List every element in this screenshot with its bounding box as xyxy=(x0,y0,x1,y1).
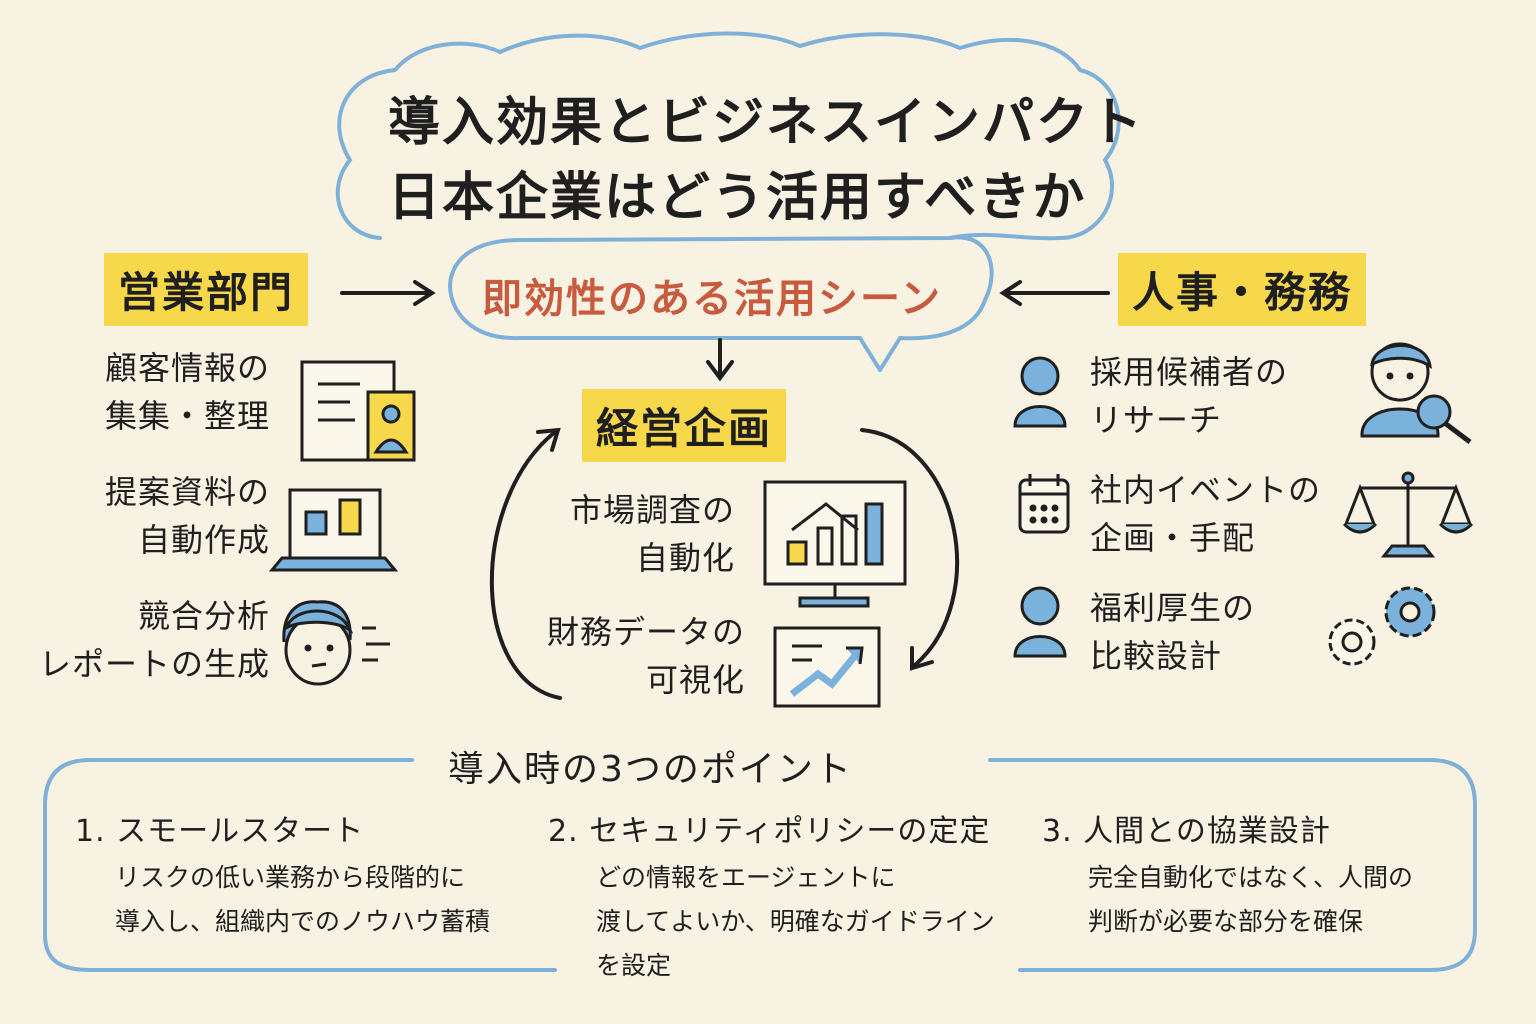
scene-label: 即効性のある活用シーン xyxy=(482,276,942,322)
sales-arrow-head xyxy=(413,280,436,306)
sales-item-line2: 自動作成 xyxy=(137,521,270,559)
sales-item-line2: レポートの生成 xyxy=(38,645,270,683)
title-cloud-outline xyxy=(335,31,1121,241)
thinking-person-icon xyxy=(282,600,390,686)
management-item-line2: 自動化 xyxy=(635,539,735,577)
point-desc-line2: 渡してよいか、明確なガイドライン xyxy=(596,907,995,936)
hr-item-line1: 社内イベントの xyxy=(1090,471,1322,509)
sales-item-line2: 集集・整理 xyxy=(104,397,270,435)
point-card: 3. 人間との協業設計 完全自動化ではなく、人間の 判断が必要な部分を確保 xyxy=(1042,806,1462,944)
sales-header: 営業部門 xyxy=(104,253,309,326)
hr-item-line1: 福利厚生の xyxy=(1090,589,1256,627)
hr-item-line1: 採用候補者の xyxy=(1090,353,1289,391)
hr-item-line2: 比較設計 xyxy=(1090,637,1223,675)
point-desc-line2: 導入し、組織内でのノウハウ蓄積 xyxy=(115,907,491,936)
point-desc-line2: 判断が必要な部分を確保 xyxy=(1088,907,1364,936)
point-card: 1. スモールスタート リスクの低い業務から段階的に 導入し、組織内でのノウハウ… xyxy=(75,806,535,944)
person-icon xyxy=(1013,356,1067,428)
point-desc-line1: 完全自動化ではなく、人間の xyxy=(1088,863,1414,892)
monitor-chart-icon xyxy=(763,480,907,608)
person-search-icon xyxy=(1360,342,1472,444)
sales-item: 競合分析 レポートの生成 xyxy=(20,592,270,688)
sales-item-line1: 提案資料の xyxy=(104,473,270,511)
sales-item: 提案資料の 自動作成 xyxy=(20,468,270,564)
point-desc-line3: を設定 xyxy=(596,951,672,980)
point-title: 2. セキュリティポリシーの定定 xyxy=(548,814,991,849)
management-item-line1: 財務データの xyxy=(546,613,745,651)
cycle-arrow-left xyxy=(489,430,562,700)
points-box-outline xyxy=(43,758,1477,972)
sales-item-line1: 顧客情報の xyxy=(104,349,270,387)
points-heading: 導入時の3つのポイント xyxy=(448,749,853,790)
gears-icon xyxy=(1328,586,1436,666)
hr-item: 採用候補者の リサーチ xyxy=(1090,348,1288,444)
hr-item: 社内イベントの 企画・手配 xyxy=(1090,466,1321,562)
point-title: 1. スモールスタート xyxy=(75,814,365,849)
point-title: 3. 人間との協業設計 xyxy=(1042,814,1331,849)
sales-item: 顧客情報の 集集・整理 xyxy=(40,344,270,440)
management-item: 財務データの 可視化 xyxy=(505,608,745,704)
management-item-line1: 市場調査の xyxy=(569,491,735,529)
down-arrow-head xyxy=(706,360,734,382)
management-header: 経営企画 xyxy=(582,389,787,462)
point-card: 2. セキュリティポリシーの定定 どの情報をエージェントに 渡してよいか、明確な… xyxy=(548,806,1018,988)
point-desc-line1: どの情報をエージェントに xyxy=(596,863,896,892)
cycle-arrow-right xyxy=(860,428,959,667)
laptop-chart-icon xyxy=(268,488,399,572)
person-icon-2 xyxy=(1013,586,1067,658)
document-profile-icon xyxy=(300,360,416,462)
management-item: 市場調査の 自動化 xyxy=(505,486,735,582)
calendar-icon xyxy=(1018,474,1070,534)
hr-arrow-head xyxy=(999,280,1022,306)
page-title-line1: 導入効果とビジネスインパクト xyxy=(388,93,1145,153)
scene-bubble-outline xyxy=(448,235,994,372)
hr-item-line2: 企画・手配 xyxy=(1090,519,1256,557)
cycle-arrow-left-head xyxy=(536,427,561,452)
hr-header: 人事・務務 xyxy=(1118,253,1367,326)
cycle-arrow-right-head xyxy=(910,646,934,671)
hr-item-line2: リサーチ xyxy=(1090,401,1223,439)
scales-icon xyxy=(1342,471,1474,558)
hr-item: 福利厚生の 比較設計 xyxy=(1090,584,1255,680)
point-desc-line1: リスクの低い業務から段階的に xyxy=(115,863,466,892)
trend-chart-icon xyxy=(773,626,881,708)
sales-item-line1: 競合分析 xyxy=(137,597,270,635)
management-item-line2: 可視化 xyxy=(645,661,745,699)
page-title-line2: 日本企業はどう活用すべきか xyxy=(388,168,1087,228)
